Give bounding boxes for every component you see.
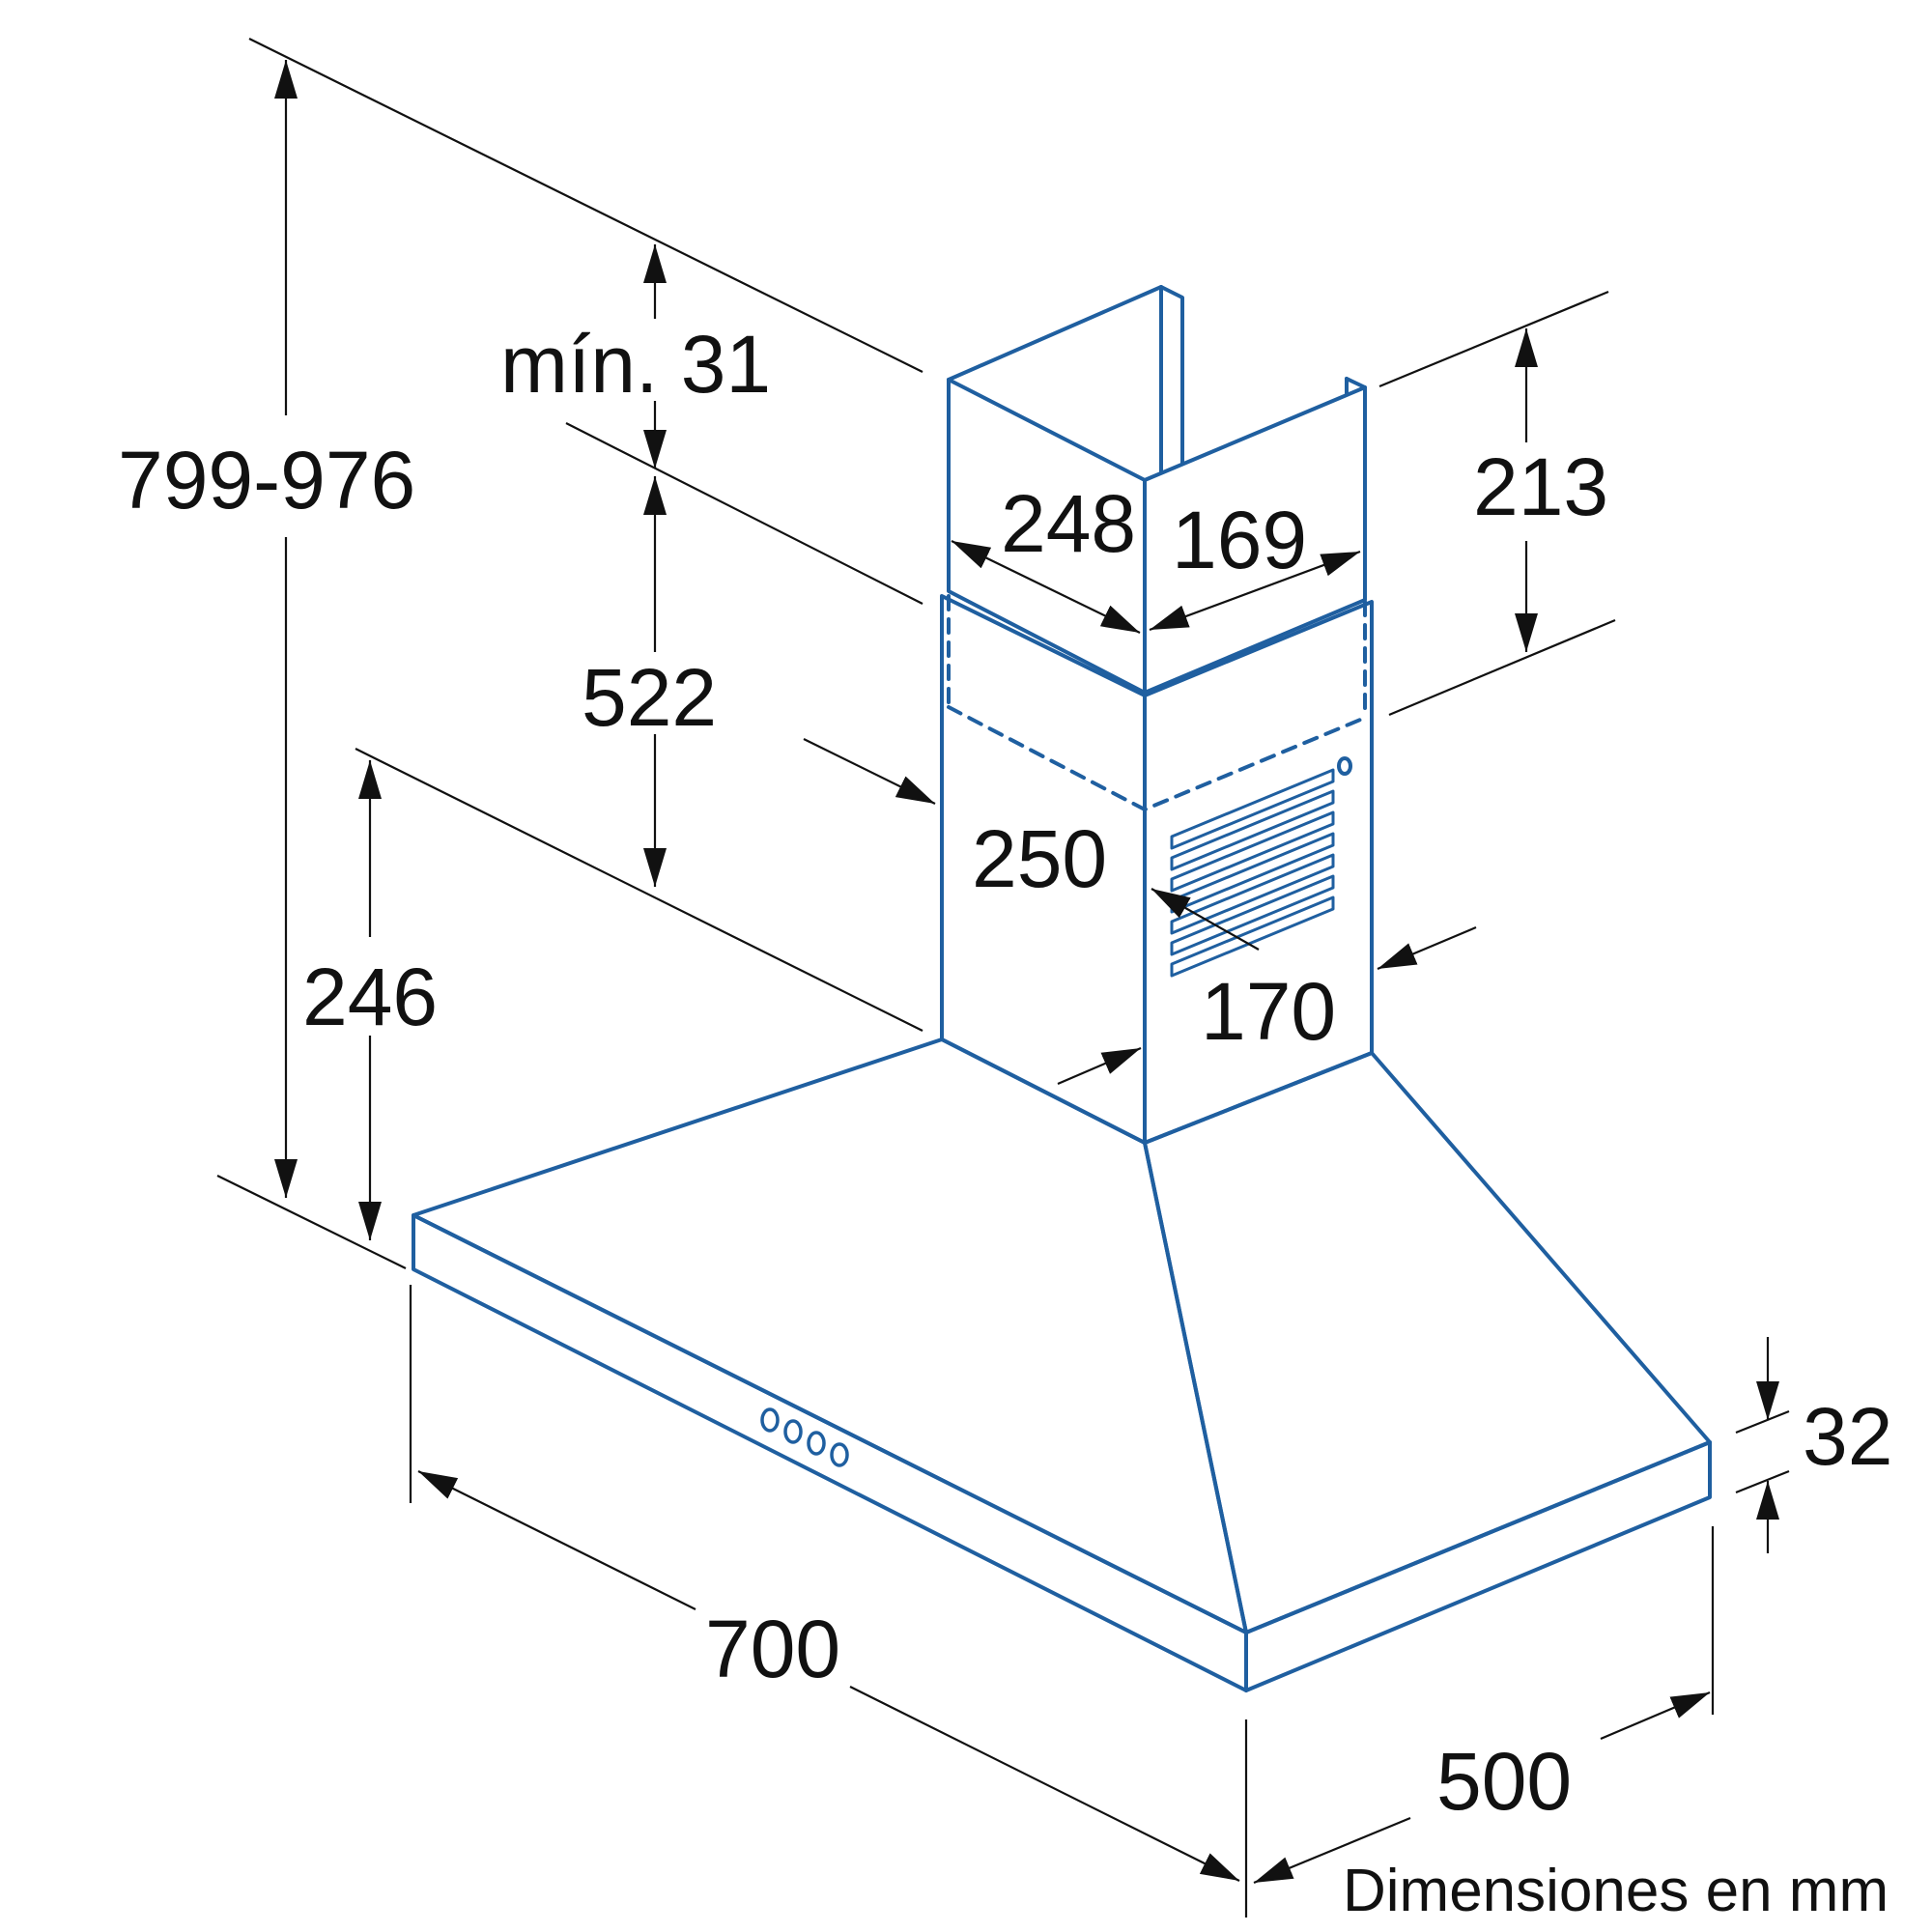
chimney-depth-dimension <box>951 540 1141 634</box>
lower-chimney-right <box>1143 600 1374 1145</box>
dimension-lines <box>216 38 1790 1918</box>
control-button <box>783 1419 803 1444</box>
overlap-dashed-line <box>947 705 1367 811</box>
outer-chimney-depth-label: 250 <box>972 813 1108 904</box>
min-gap-label: mín. 31 <box>500 319 772 410</box>
depth-dimension <box>1253 1816 1411 1885</box>
chimney-depth-label: 248 <box>1001 478 1137 569</box>
control-button <box>807 1431 826 1456</box>
outer-chimney-depth-dimension <box>803 738 936 805</box>
width-dimension <box>417 1470 696 1610</box>
upper-chimney-height-label: 213 <box>1473 441 1609 532</box>
outer-chimney-width-leader <box>1151 888 1260 951</box>
canopy-right-face <box>1143 1051 1712 1634</box>
lower-chimney-height-label: 522 <box>582 652 718 743</box>
upper-chimney-back-flange <box>947 285 1184 466</box>
control-buttons <box>760 1407 849 1467</box>
edge-thickness-label: 32 <box>1803 1391 1893 1482</box>
outer-chimney-width-label: 170 <box>1201 966 1337 1057</box>
hood-outline <box>412 285 1712 1692</box>
total-height-label: 799-976 <box>118 435 416 526</box>
units-note: Dimensiones en mm <box>1343 1858 1889 1924</box>
chimney-width-label: 169 <box>1172 495 1308 585</box>
canopy-left-face <box>412 1037 1248 1634</box>
canopy-right-edge <box>1244 1440 1712 1692</box>
canopy-height-label: 246 <box>302 952 439 1042</box>
screw-hole <box>1337 756 1352 776</box>
chimney-width-dimension <box>1149 550 1361 632</box>
control-button <box>830 1442 849 1467</box>
width-label: 700 <box>705 1604 841 1694</box>
control-button <box>760 1407 780 1433</box>
depth-label: 500 <box>1436 1736 1573 1827</box>
